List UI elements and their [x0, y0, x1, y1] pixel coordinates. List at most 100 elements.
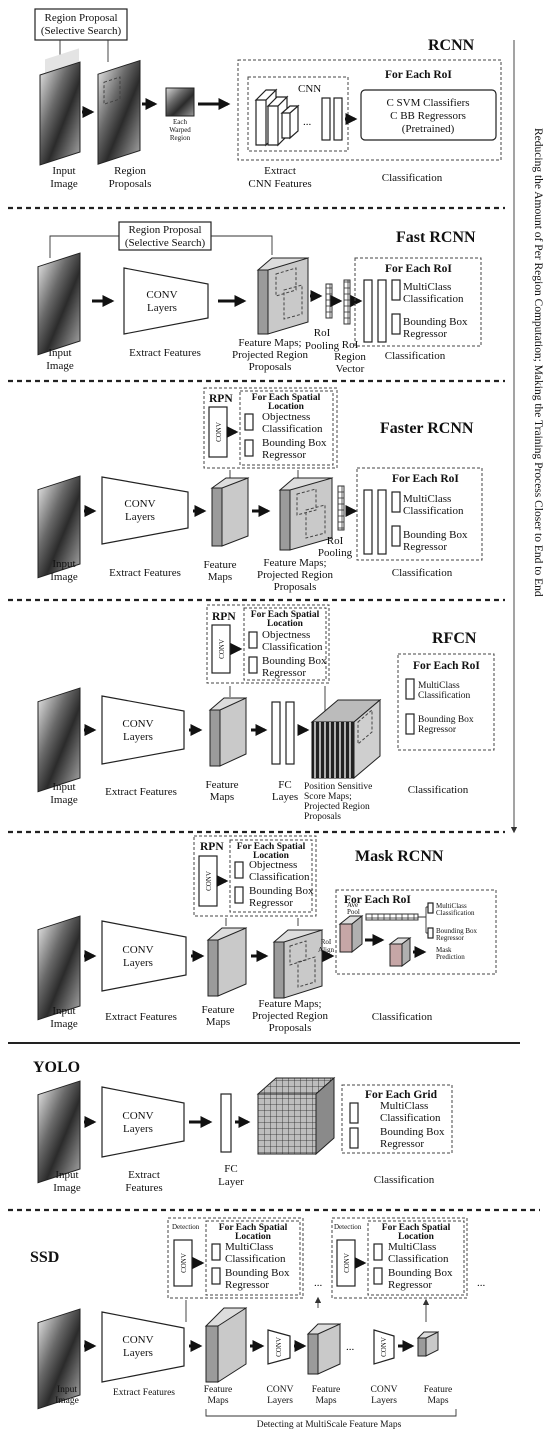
feature-maps-label: Feature [424, 1385, 453, 1395]
projected-label: Proposals [274, 581, 317, 593]
spatial-label: Location [253, 851, 290, 861]
spatial-dashed-box [229, 839, 313, 913]
classification-label: Classification [408, 784, 469, 796]
rpn-label: RPN [212, 611, 236, 623]
pretrained-label: (Pretrained) [402, 123, 455, 135]
input-image [37, 252, 81, 356]
projected-label: Feature Maps; [258, 998, 321, 1010]
cls-layer [391, 279, 401, 301]
multiclass-label: Classification [436, 909, 475, 917]
feature-maps-block [206, 927, 248, 997]
extract-features-label: Extract Features [113, 1388, 175, 1398]
for-each-roi-label: For Each RoI [385, 263, 452, 275]
rcnn-section: RCNN Region Proposal (Selective Search) … [34, 8, 502, 190]
input-image-label: Input [52, 558, 75, 570]
conv-layers-trapezoid [101, 1086, 185, 1158]
fast-rcnn-title: Fast RCNN [396, 229, 476, 246]
avg-pool-label: Ave [347, 901, 358, 909]
bb-regressor-label: Bounding Box [418, 715, 474, 725]
psm-label: Score Maps; [304, 792, 352, 802]
bb-layer [391, 525, 401, 547]
conv-label: Layers [147, 302, 177, 314]
spatial-label: For Each Spatial [237, 842, 306, 852]
extract-features-label: Extract Features [129, 347, 201, 359]
cnn-layers [254, 88, 300, 147]
warped-region [165, 87, 195, 117]
bb-regressor-label: Regressor [418, 725, 457, 735]
objectness-layer [248, 631, 258, 649]
feature-maps-label: Feature [206, 779, 239, 791]
ssd-conv-small: CONV [275, 1337, 283, 1357]
multiclass-label: Classification [388, 1253, 449, 1265]
roi-vector-label: Vector [336, 363, 365, 375]
feature-maps-block [306, 1323, 342, 1375]
bb-regressor-label: Bounding Box [225, 1267, 290, 1279]
multiclass-label: Classification [225, 1253, 286, 1265]
conv-layers-trapezoid [123, 267, 209, 335]
bb-regressor-label: Regressor [380, 1138, 424, 1150]
roi-pooling-vector [337, 485, 345, 531]
multiclass-label: Classification [403, 293, 464, 305]
yolo-section: YOLO CONV Layers For Each Grid MultiClas… [33, 1059, 453, 1194]
roi-align-label: RoI [321, 938, 332, 946]
detection-conv-box [173, 1239, 193, 1287]
projected-feature-maps [272, 929, 324, 999]
bb-regressor-label: Bounding Box [380, 1126, 445, 1138]
bb-regressor-label: Regressor [403, 328, 447, 340]
feature-maps-label: Feature [204, 1385, 233, 1395]
feature-maps-label: Projected Region [232, 349, 309, 361]
extract-features-label: Extract Features [109, 567, 181, 579]
roi-pooling-label: RoI [314, 327, 331, 339]
projected-label: Projected Region [252, 1010, 329, 1022]
rpn-bb-label: Regressor [262, 449, 306, 461]
input-image [37, 1080, 81, 1184]
faster-rcnn-title: Faster RCNN [380, 420, 474, 437]
detection-conv-label: CONV [343, 1253, 351, 1273]
fc-label: FC [224, 1163, 237, 1175]
input-image [37, 687, 81, 793]
detection-head-box [331, 1217, 468, 1299]
rpn-bb-layer [234, 886, 244, 904]
feature-maps-label: Maps [315, 1396, 336, 1406]
cls-layer [211, 1243, 221, 1261]
projected-feature-maps [278, 477, 334, 551]
rpn-label: RPN [209, 393, 233, 405]
fc-layer [363, 489, 373, 555]
region-proposal-label: Region Proposal [44, 12, 117, 24]
for-each-roi-label: For Each RoI [344, 894, 411, 906]
roi-pooling-label: Pooling [318, 547, 353, 559]
detection-label: Detection [172, 1223, 200, 1231]
objectness-label: Classification [262, 423, 323, 435]
region-proposal-method: (Selective Search) [41, 25, 122, 37]
input-image [37, 475, 81, 579]
extract-features-label: Extract Features [105, 786, 177, 798]
objectness-label: Classification [262, 641, 323, 653]
fc-layer [271, 701, 281, 765]
roi-region-vector [343, 279, 351, 325]
multiclass-label: MultiClass [403, 493, 451, 505]
branch-connector [418, 906, 432, 934]
multiclass-label: MultiClass [225, 1241, 273, 1253]
bb-regressor-label: C BB Regressors [390, 110, 466, 122]
fc-label: FC [278, 779, 291, 791]
multiscale-label: Detecting at MultiScale Feature Maps [257, 1420, 402, 1430]
roi-pooling-label: RoI [327, 535, 344, 547]
input-image-label: Image [53, 1182, 81, 1194]
roi-pooling-vector [325, 283, 333, 319]
detection-head-box [167, 1217, 304, 1299]
faster-rcnn-section: Faster RCNN RPN CONV For Each Spatial Lo… [37, 387, 483, 593]
multiclass-label: MultiClass [380, 1100, 428, 1112]
region-proposal-box [34, 8, 128, 41]
rpn-conv-box [211, 624, 231, 674]
input-image-label: Input [57, 1385, 77, 1395]
for-each-roi-label: For Each RoI [385, 69, 452, 81]
conv-label: Layers [123, 731, 153, 743]
cnn-fc-layer [333, 97, 343, 141]
projected-label: Proposals [269, 1022, 312, 1034]
ssd-title: SSD [30, 1249, 59, 1266]
spatial-label: Location [267, 619, 304, 629]
input-image-label: Image [55, 1396, 79, 1406]
conv-layers-trapezoid [101, 920, 187, 992]
fc-layer [285, 701, 295, 765]
spatial-dashed-box [205, 1220, 301, 1296]
